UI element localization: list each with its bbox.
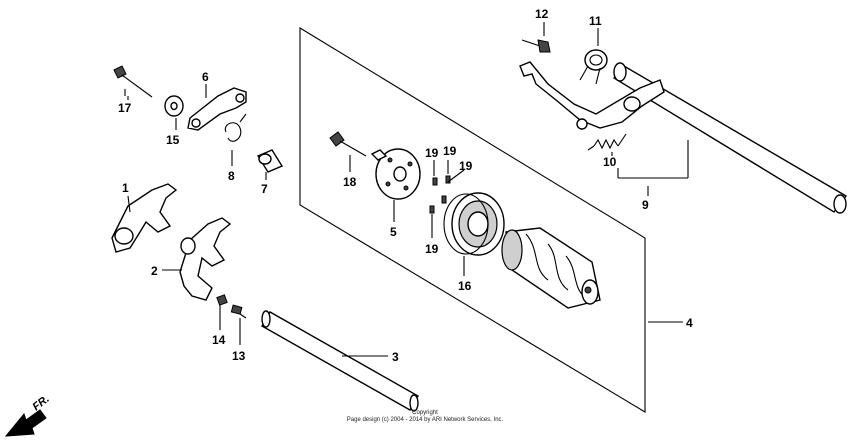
- callout-9[interactable]: 9: [642, 198, 649, 212]
- subassembly-panel: [299, 27, 646, 413]
- part-shift-fork-2[interactable]: [179, 217, 232, 301]
- part-washer-15[interactable]: [164, 95, 184, 117]
- callout-12[interactable]: 12: [535, 7, 549, 21]
- callout-19a[interactable]: 19: [425, 146, 439, 160]
- callout-10[interactable]: 10: [603, 155, 617, 169]
- callout-5[interactable]: 5: [390, 225, 397, 239]
- part-bolt-17[interactable]: [113, 65, 153, 98]
- part-bearing-16[interactable]: [443, 192, 505, 256]
- callout-17[interactable]: 17: [118, 101, 132, 115]
- callout-11[interactable]: 11: [589, 14, 602, 28]
- part-pin-19a[interactable]: [432, 177, 438, 186]
- part-spring-10[interactable]: [587, 133, 627, 151]
- part-stopper-arm-6[interactable]: [187, 87, 247, 131]
- callout-6[interactable]: 6: [202, 70, 209, 84]
- part-pin-19c[interactable]: [441, 195, 447, 204]
- callout-18[interactable]: 18: [343, 175, 357, 189]
- part-drum-plate-5[interactable]: [370, 148, 421, 200]
- part-pin-14[interactable]: [216, 294, 228, 306]
- callout-19b[interactable]: 19: [443, 144, 457, 158]
- callout-14[interactable]: 14: [212, 333, 226, 347]
- part-bolt-13[interactable]: [230, 304, 247, 319]
- copyright-line-1: Copyright: [412, 410, 438, 416]
- part-bolt-12[interactable]: [521, 39, 551, 53]
- part-spring-8[interactable]: [224, 113, 247, 142]
- part-pin-19b[interactable]: [445, 175, 451, 184]
- callout-1[interactable]: 1: [122, 181, 129, 195]
- part-fork-shaft-3[interactable]: [261, 310, 419, 412]
- callout-19d[interactable]: 19: [425, 242, 439, 256]
- part-shift-fork-1[interactable]: [111, 183, 178, 253]
- callout-4[interactable]: 4: [686, 316, 693, 330]
- callout-7[interactable]: 7: [261, 182, 268, 196]
- part-gearshift-spindle-9[interactable]: [519, 61, 848, 214]
- leader-lines: [124, 22, 689, 357]
- part-bolt-18[interactable]: [329, 131, 367, 157]
- callout-19c[interactable]: 19: [459, 159, 473, 173]
- callout-16[interactable]: 16: [458, 279, 472, 293]
- part-shift-drum[interactable]: [501, 227, 601, 309]
- callout-13[interactable]: 13: [232, 349, 246, 363]
- callout-2[interactable]: 2: [151, 264, 158, 278]
- callout-15[interactable]: 15: [166, 133, 180, 147]
- part-pin-19d[interactable]: [429, 205, 435, 214]
- copyright-line-2: Page design (c) 2004 - 2014 by ARI Netwo…: [346, 417, 504, 423]
- part-collar-7[interactable]: [256, 149, 284, 173]
- callout-numbers: 1 2 3 4 5 6 7 8 9 10 11 12 13 14 15 16 1…: [118, 7, 693, 364]
- callout-3[interactable]: 3: [392, 350, 399, 364]
- part-spring-11[interactable]: [579, 49, 608, 85]
- callout-8[interactable]: 8: [228, 169, 235, 183]
